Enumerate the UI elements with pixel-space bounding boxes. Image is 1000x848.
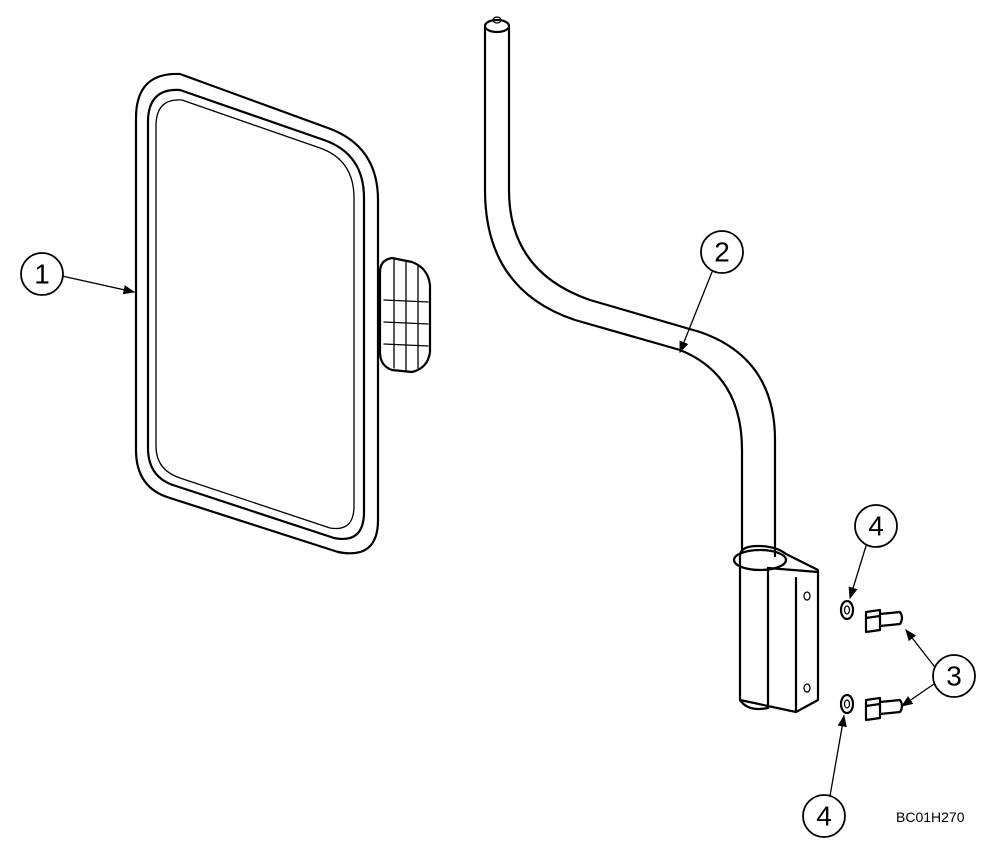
leader-4-upper <box>848 545 867 600</box>
mirror-part <box>134 72 432 555</box>
washer-upper <box>839 599 855 621</box>
leader-3-lower <box>901 683 935 707</box>
washer-lower <box>839 693 855 715</box>
leader-4-lower <box>829 714 847 797</box>
mirror-arm-part <box>483 16 820 714</box>
arm-mount-bracket <box>732 544 820 714</box>
callout-3-label: 3 <box>946 661 962 692</box>
callout-4-lower-label: 4 <box>816 801 832 832</box>
arm-tube-right-edge <box>507 26 777 558</box>
arm-tube-left-edge <box>483 26 744 554</box>
bolt-upper <box>864 608 904 634</box>
leader-2 <box>679 271 713 354</box>
mirror-glass <box>155 99 355 530</box>
callout-1: 1 <box>20 252 64 296</box>
leader-3-upper <box>905 629 935 667</box>
callout-4-upper-label: 4 <box>868 511 884 542</box>
callout-4-upper: 4 <box>854 504 898 548</box>
callout-1-label: 1 <box>34 259 50 290</box>
figure-code: BC01H270 <box>896 809 965 825</box>
leader-1 <box>61 275 136 295</box>
mirror-inner-frame <box>146 88 366 541</box>
callout-4-lower: 4 <box>802 794 846 838</box>
callout-2-label: 2 <box>714 237 730 268</box>
mirror-mount-knob <box>378 256 432 374</box>
bolt-lower <box>864 696 904 722</box>
mirror-outer-frame <box>134 72 380 555</box>
callout-3: 3 <box>932 654 976 698</box>
callout-2: 2 <box>700 230 744 274</box>
arm-top-cap <box>483 18 511 34</box>
